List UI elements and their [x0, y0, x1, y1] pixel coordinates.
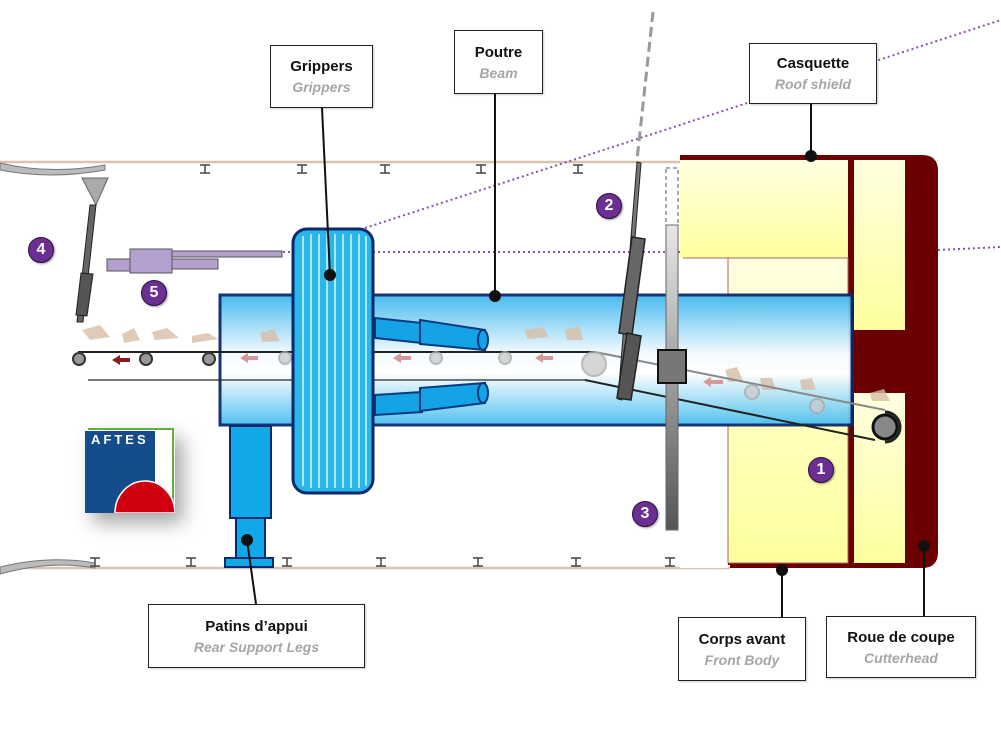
vertical-support — [657, 167, 687, 531]
label-roof-shield: Casquette Roof shield — [749, 43, 877, 104]
aftes-logo: AFTES — [85, 428, 176, 514]
label-fr: Poutre — [474, 43, 523, 61]
label-fr: Casquette — [776, 55, 850, 72]
label-en: Grippers — [292, 79, 351, 95]
label-en: Cutterhead — [864, 649, 938, 666]
gripper-cylinders — [374, 316, 489, 417]
marker-4: 4 — [28, 237, 54, 263]
drill-rig — [616, 11, 655, 401]
marker-3: 3 — [632, 501, 658, 527]
marker-5: 5 — [141, 280, 167, 306]
label-grippers: Grippers Grippers — [270, 45, 373, 108]
logo-text: AFTES — [91, 432, 149, 447]
label-en: Rear Support Legs — [193, 638, 320, 655]
label-rear-support-legs: Patins d’appui Rear Support Legs — [148, 604, 365, 668]
leader-lines — [241, 94, 930, 617]
label-fr: Corps avant — [698, 630, 786, 648]
arrow-icon — [112, 355, 130, 365]
label-fr: Patins d’appui — [205, 617, 308, 635]
grippers — [291, 227, 375, 495]
label-en: Beam — [479, 64, 518, 81]
conveyor — [72, 351, 902, 444]
label-en: Front Body — [704, 651, 780, 668]
label-fr: Grippers — [290, 58, 353, 75]
rear-drill — [75, 177, 109, 323]
label-en: Roof shield — [774, 76, 852, 92]
rear-support-legs — [224, 425, 274, 568]
label-front-body: Corps avant Front Body — [678, 617, 806, 681]
label-cutterhead: Roue de coupe Cutterhead — [826, 616, 976, 678]
label-beam: Poutre Beam — [454, 30, 543, 94]
probe-drill — [106, 248, 283, 274]
marker-2: 2 — [596, 193, 622, 219]
marker-1: 1 — [808, 457, 834, 483]
tunnel-outline — [0, 160, 730, 575]
label-fr: Roue de coupe — [847, 628, 955, 646]
